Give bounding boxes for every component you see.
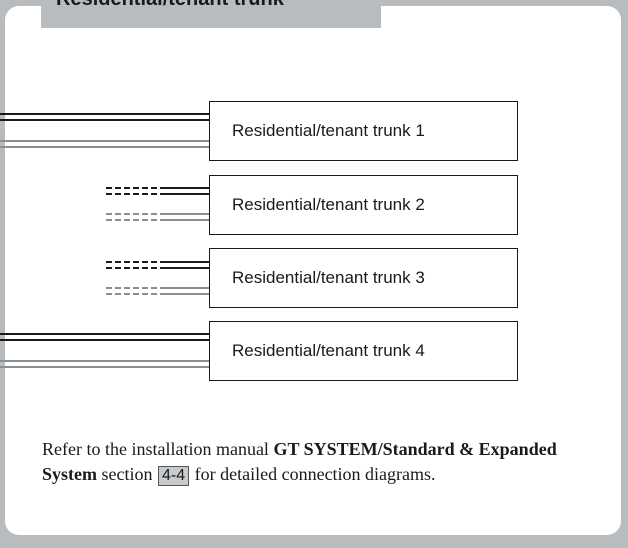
note-text-2: section: [97, 464, 157, 484]
trunk-label-1: Residential/tenant trunk 1: [232, 121, 425, 140]
trunk-4-wires: [0, 333, 209, 368]
diagram-title: Residential/tenant trunk: [56, 0, 284, 11]
reference-note: Refer to the installation manual GT SYST…: [42, 437, 602, 487]
note-text-3: for detailed connection diagrams.: [190, 464, 436, 484]
trunk-3-wires: [106, 261, 209, 295]
trunk-box-1: Residential/tenant trunk 1: [209, 101, 518, 161]
note-text-1: Refer to the installation manual: [42, 439, 274, 459]
trunk-label-2: Residential/tenant trunk 2: [232, 195, 425, 214]
trunk-1-wires: [0, 113, 209, 148]
section-ref-tag[interactable]: 4-4: [158, 466, 190, 486]
trunk-label-4: Residential/tenant trunk 4: [232, 341, 425, 360]
trunk-box-2: Residential/tenant trunk 2: [209, 175, 518, 235]
trunk-box-4: Residential/tenant trunk 4: [209, 321, 518, 381]
trunk-2-wires: [106, 187, 209, 221]
trunk-box-3: Residential/tenant trunk 3: [209, 248, 518, 308]
manual-title: GT SYSTEM/Standard & Expanded System: [42, 439, 557, 484]
trunk-label-3: Residential/tenant trunk 3: [232, 268, 425, 287]
title-tab: [41, 0, 381, 28]
